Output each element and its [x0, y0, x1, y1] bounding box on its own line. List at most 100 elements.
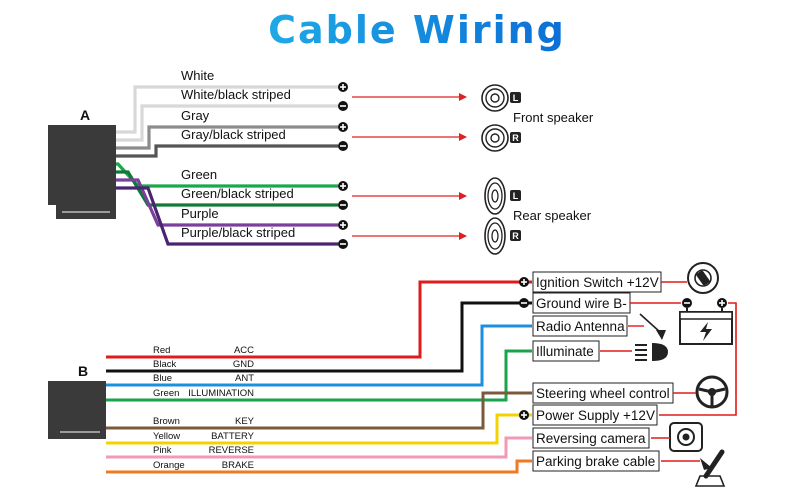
channel-badge: [510, 230, 521, 241]
wire-b-color-1: Red: [153, 345, 170, 356]
wire-a-label-4: Gray/black striped: [181, 127, 286, 142]
wire-b-color-3: Blue: [153, 373, 172, 384]
steering-wheel-icon: [673, 375, 729, 409]
destination-7: Reversing camera: [532, 427, 650, 449]
destination-2: Ground wire B-: [519, 292, 631, 314]
wire-b-color-5: Brown: [153, 416, 180, 427]
wire-a-3: [116, 125, 338, 150]
destination-box: [532, 450, 660, 472]
destination-label-7: Reversing camera: [536, 431, 646, 446]
destination-label-8: Parking brake cable: [536, 454, 655, 469]
battery-positive: [717, 298, 727, 308]
destination-6: Power Supply +12V: [519, 404, 658, 426]
destination-icons: [600, 262, 737, 487]
antenna-icon: [628, 313, 666, 340]
camera-icon: [651, 422, 703, 452]
wire-a-label-1: White: [181, 68, 214, 83]
destination-box: [532, 340, 600, 362]
wire-b-1: [106, 280, 532, 359]
destination-box: [532, 427, 650, 449]
destination-3: Radio Antenna: [532, 315, 628, 337]
channel-label: L: [513, 191, 519, 201]
wire-b-color-7: Pink: [153, 445, 172, 456]
destination-sign-2: [519, 298, 529, 308]
wire-a-polarity-3: [338, 122, 348, 132]
oval-speaker-icon-4: R: [484, 217, 521, 255]
destination-sign-6: [519, 410, 529, 420]
wire-a-1: [116, 85, 338, 134]
wire-b-function-6: BATTERY: [211, 431, 255, 442]
wire-a-8: [116, 186, 338, 246]
headlight-icon: [600, 343, 668, 361]
connector-a-wires: [116, 85, 338, 246]
power-supply-link: [659, 302, 737, 416]
channel-label: L: [513, 93, 519, 103]
wire-a-label-6: Green/black striped: [181, 186, 294, 201]
wire-b-7: [106, 436, 532, 459]
wire-a-label-5: Green: [181, 167, 217, 182]
wire-a-label-8: Purple/black striped: [181, 225, 295, 240]
destination-label-3: Radio Antenna: [536, 319, 625, 334]
channel-badge: [510, 190, 521, 201]
wire-b-color-6: Yellow: [153, 431, 180, 442]
wire-a-4: [116, 144, 338, 158]
connector-a-body: [48, 125, 116, 205]
wire-b-color-4: Green: [153, 388, 179, 399]
wire-a-polarity-2: [338, 101, 348, 111]
destination-label-2: Ground wire B-: [536, 296, 627, 311]
wire-b-function-3: ANT: [235, 373, 254, 384]
diagram-title: Cable Wiring: [268, 8, 566, 52]
wire-b-2: [106, 301, 532, 373]
wire-b-function-7: REVERSE: [209, 445, 254, 456]
connector-a: A: [48, 107, 116, 219]
channel-label: R: [512, 133, 519, 143]
connector-b-label: B: [78, 363, 88, 379]
wire-b-function-5: KEY: [235, 416, 255, 427]
ignition-key-icon: [687, 262, 719, 294]
destination-label-6: Power Supply +12V: [536, 408, 655, 423]
wire-a-polarity-1: [338, 82, 348, 92]
wire-a-polarity-4: [338, 141, 348, 151]
battery-icon: [679, 298, 733, 345]
round-speaker-icon-1: L: [481, 84, 521, 112]
wire-b-function-2: GND: [233, 359, 254, 370]
wire-b-function-4: ILLUMINATION: [188, 388, 254, 399]
connector-b-destinations: Ignition Switch +12V Ground wire B- Radio …: [519, 271, 674, 472]
wire-a-5: [116, 162, 338, 188]
channel-badge: [510, 132, 521, 143]
destination-label-1: Ignition Switch +12V: [536, 275, 659, 290]
destination-4: Illuminate: [532, 340, 600, 362]
wire-a-label-2: White/black striped: [181, 87, 291, 102]
wire-b-3: [106, 324, 532, 387]
oval-speaker-icon-3: L: [484, 177, 521, 215]
destination-label-5: Steering wheel control: [536, 386, 670, 401]
wire-a-polarity-6: [338, 200, 348, 210]
channel-badge: [510, 92, 521, 103]
wire-b-color-8: Orange: [153, 460, 185, 471]
connector-b-wires: [106, 280, 532, 474]
destination-8: Parking brake cable: [532, 450, 660, 472]
wire-b-4: [106, 349, 532, 402]
wire-a-polarity-5: [338, 181, 348, 191]
destination-box: [532, 404, 658, 426]
battery-negative: [682, 298, 692, 308]
rear-speaker-label: Rear speaker: [513, 208, 592, 223]
wire-b-5: [106, 391, 532, 430]
parking-brake-icon: [661, 449, 726, 487]
wire-a-2: [116, 104, 338, 142]
wire-a-7: [116, 178, 338, 227]
wire-a-label-3: Gray: [181, 108, 210, 123]
connector-b: B: [48, 363, 106, 439]
wire-b-8: [106, 459, 532, 474]
destination-sign-1: [519, 277, 529, 287]
destination-box: [532, 315, 628, 337]
front-speaker-label: Front speaker: [513, 110, 594, 125]
wire-b-function-8: BRAKE: [222, 460, 254, 471]
wire-a-polarity-8: [338, 239, 348, 249]
round-speaker-icon-2: R: [481, 124, 521, 152]
channel-label: R: [512, 231, 519, 241]
